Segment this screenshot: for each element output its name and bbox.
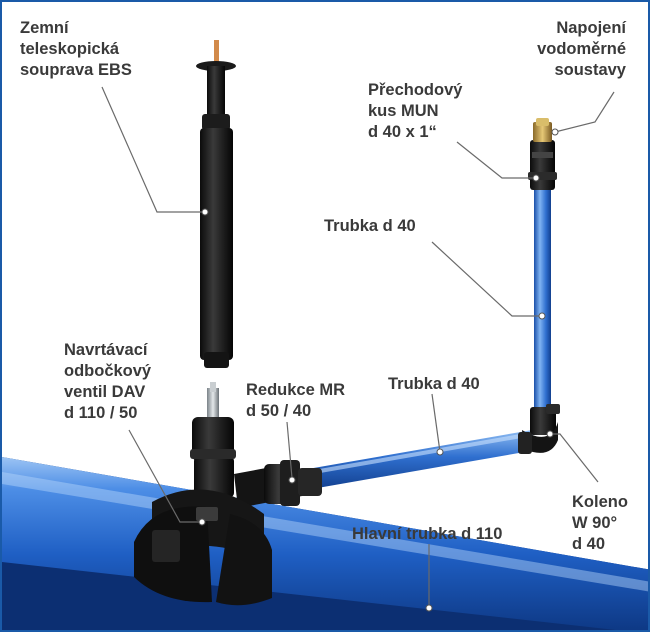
leader-trubka-horizontal <box>431 393 441 453</box>
label-line: d 50 / 40 <box>246 402 312 420</box>
tapping-valve-dav <box>134 382 272 606</box>
label-line: Zemní <box>20 19 69 37</box>
horizontal-pipe <box>302 430 536 490</box>
elbow-fitting <box>518 404 560 454</box>
label-line: vodoměrné <box>537 40 626 58</box>
leader-dots <box>198 128 559 612</box>
leader-trubka-vertical <box>431 241 542 317</box>
label-line: Redukce MR <box>246 381 346 399</box>
label-vodomer: Napojení vodoměrné soustavy <box>537 18 626 81</box>
transition-piece-mun <box>528 118 557 190</box>
label-mun: Přechodový kus MUN d 40 x 1“ <box>368 80 462 143</box>
label-line: Navrtávací <box>64 341 148 359</box>
label-line: souprava EBS <box>20 61 132 79</box>
telescopic-set-ebs <box>196 40 236 368</box>
label-trubka-horizontal: Trubka d 40 <box>388 374 480 395</box>
label-line: odbočkový <box>64 362 152 380</box>
label-line: kus MUN <box>368 102 439 120</box>
label-line: Trubka d 40 <box>324 217 416 235</box>
label-line: d 40 x 1“ <box>368 123 437 141</box>
label-line: Koleno <box>572 493 628 511</box>
reduction-mr <box>234 460 322 508</box>
label-redukce: Redukce MR d 50 / 40 <box>246 380 345 422</box>
leader-vodomer <box>554 91 615 133</box>
label-line: Přechodový <box>368 81 463 99</box>
label-line: soustavy <box>554 61 626 79</box>
label-line: teleskopická <box>20 40 120 58</box>
label-trubka-vertical: Trubka d 40 <box>324 216 416 237</box>
label-dav: Navrtávací odbočkový ventil DAV d 110 / … <box>64 340 151 424</box>
leader-ebs <box>101 86 205 213</box>
label-line: ventil DAV <box>64 383 146 401</box>
label-hlavni: Hlavní trubka d 110 <box>352 524 502 545</box>
leader-dav <box>128 429 202 523</box>
label-ebs: Zemní teleskopická souprava EBS <box>20 18 132 81</box>
label-line: d 40 <box>572 535 606 553</box>
leader-redukce <box>286 421 293 479</box>
vertical-pipe <box>534 188 551 414</box>
label-line: W 90° <box>572 514 618 532</box>
label-line: Hlavní trubka d 110 <box>352 525 503 543</box>
leader-lines <box>101 86 615 608</box>
label-line: d 110 / 50 <box>64 404 138 422</box>
label-koleno: Koleno W 90° d 40 <box>572 492 628 555</box>
label-line: Trubka d 40 <box>388 375 480 393</box>
leader-mun <box>456 141 536 179</box>
label-line: Napojení <box>556 19 626 37</box>
